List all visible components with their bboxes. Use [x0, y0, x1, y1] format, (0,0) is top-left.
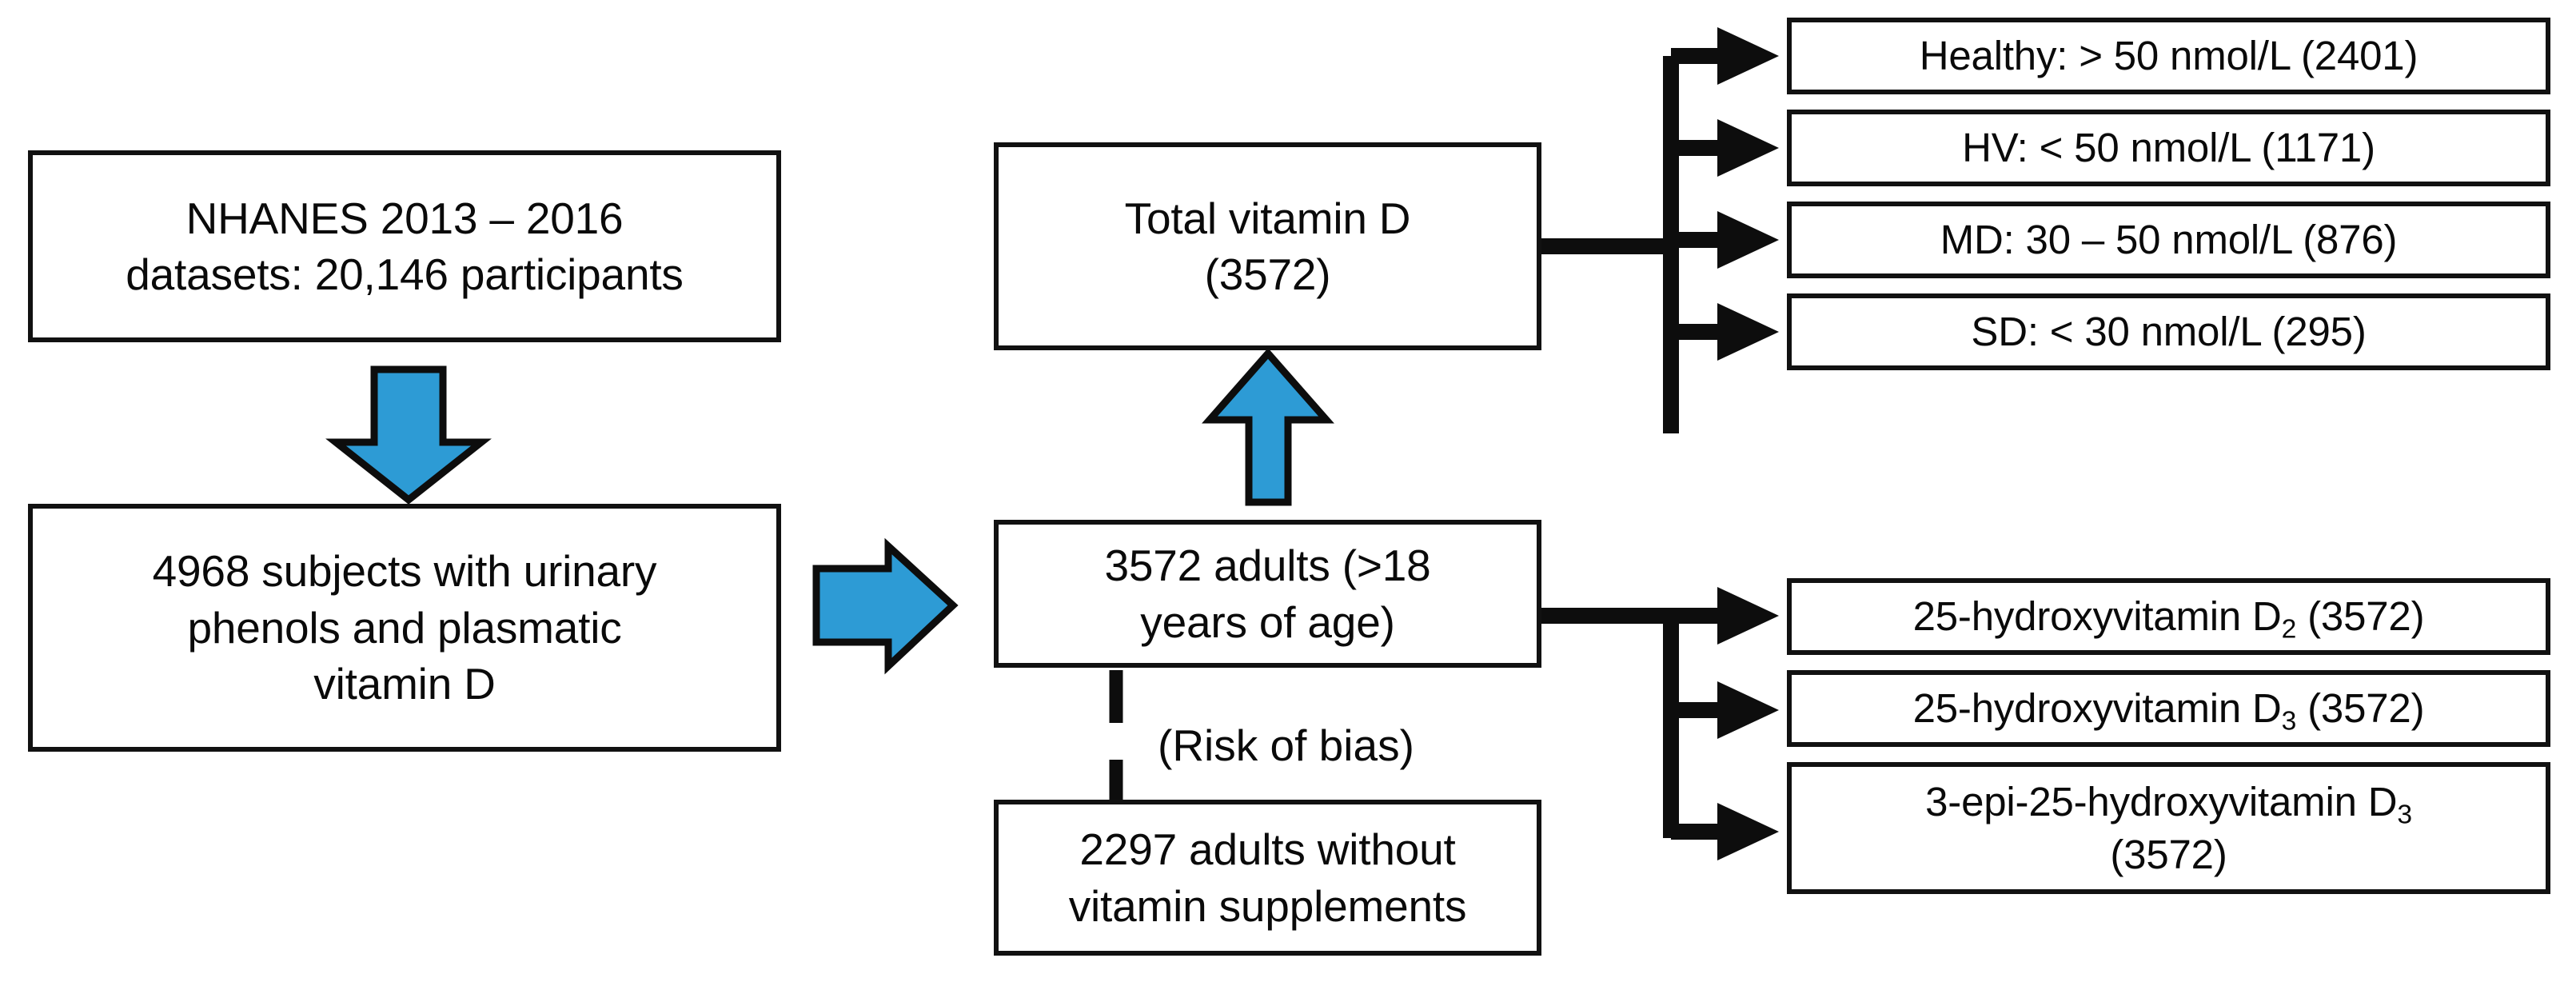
- node-d3-prefix: 25-hydroxyvitamin D: [1912, 685, 2282, 732]
- node-nhanes-text: NHANES 2013 – 2016 datasets: 20,146 parti…: [41, 190, 768, 303]
- node-subjects-line1: 4968 subjects with urinary: [152, 546, 657, 597]
- node-25-hydroxyvitamin-d2[interactable]: 25-hydroxyvitamin D2 (3572): [1787, 578, 2550, 655]
- node-3572-adults[interactable]: 3572 adults (>18 years of age): [994, 520, 1541, 668]
- node-total-vitamin-d-line1: Total vitamin D: [1124, 193, 1411, 243]
- node-25-hydroxyvitamin-d3[interactable]: 25-hydroxyvitamin D3 (3572): [1787, 670, 2550, 747]
- node-md-status-label: MD: 30 – 50 nmol/L (876): [1940, 217, 2398, 263]
- node-25-hydroxyvitamin-d3-label: 25-hydroxyvitamin D3 (3572): [1800, 682, 2538, 737]
- node-subjects-line2: phenols and plasmatic: [187, 602, 622, 653]
- status-branch-connector: [1541, 27, 1779, 433]
- node-adults-without-supplements-line2: vitamin supplements: [1068, 880, 1467, 931]
- node-total-vitamin-d[interactable]: Total vitamin D (3572): [994, 142, 1541, 350]
- node-hv-status[interactable]: HV: < 50 nmol/L (1171): [1787, 110, 2550, 186]
- blue-down-arrow-icon: [325, 365, 492, 505]
- node-3572-adults-line2: years of age): [1140, 597, 1395, 647]
- node-nhanes-datasets[interactable]: NHANES 2013 – 2016 datasets: 20,146 parti…: [28, 150, 781, 342]
- node-nhanes-line2: datasets: 20,146 participants: [126, 250, 684, 299]
- node-sd-status-label: SD: < 30 nmol/L (295): [1971, 309, 2367, 355]
- node-total-vitamin-d-line2: (3572): [1204, 250, 1331, 299]
- node-total-vitamin-d-text: Total vitamin D (3572): [1007, 190, 1529, 303]
- node-3-epi-25-hydroxyvitamin-d3-label: 3-epi-25-hydroxyvitamin D3 (3572): [1800, 776, 2538, 880]
- node-25-hydroxyvitamin-d2-label: 25-hydroxyvitamin D2 (3572): [1800, 590, 2538, 645]
- node-sd-status[interactable]: SD: < 30 nmol/L (295): [1787, 293, 2550, 370]
- node-3572-adults-text: 3572 adults (>18 years of age): [1007, 537, 1529, 650]
- node-d3-suffix: (3572): [2296, 685, 2425, 732]
- node-d3-subscript: 3: [2281, 706, 2297, 737]
- node-healthy-status-label: Healthy: > 50 nmol/L (2401): [1919, 33, 2418, 79]
- node-epi-d3-prefix: 3-epi-25-hydroxyvitamin D: [1925, 779, 2398, 825]
- node-d2-subscript: 2: [2281, 614, 2297, 645]
- node-epi-d3-line2: (3572): [2110, 831, 2227, 877]
- node-nhanes-line1: NHANES 2013 – 2016: [185, 193, 624, 243]
- node-d2-suffix: (3572): [2296, 593, 2425, 640]
- node-epi-d3-subscript: 3: [2397, 800, 2412, 830]
- metabolite-branch-connector: [1541, 587, 1779, 860]
- node-hv-status-label: HV: < 50 nmol/L (1171): [1962, 125, 2375, 171]
- node-subjects-line3: vitamin D: [313, 659, 496, 709]
- node-3572-adults-line1: 3572 adults (>18: [1104, 541, 1431, 591]
- node-healthy-status[interactable]: Healthy: > 50 nmol/L (2401): [1787, 18, 2550, 94]
- node-d2-prefix: 25-hydroxyvitamin D: [1912, 593, 2282, 640]
- blue-right-arrow-icon: [812, 537, 959, 675]
- node-md-status[interactable]: MD: 30 – 50 nmol/L (876): [1787, 202, 2550, 278]
- node-3-epi-25-hydroxyvitamin-d3[interactable]: 3-epi-25-hydroxyvitamin D3 (3572): [1787, 762, 2550, 894]
- risk-of-bias-label: (Risk of bias): [1158, 721, 1414, 770]
- node-adults-without-supplements-line1: 2297 adults without: [1079, 824, 1456, 875]
